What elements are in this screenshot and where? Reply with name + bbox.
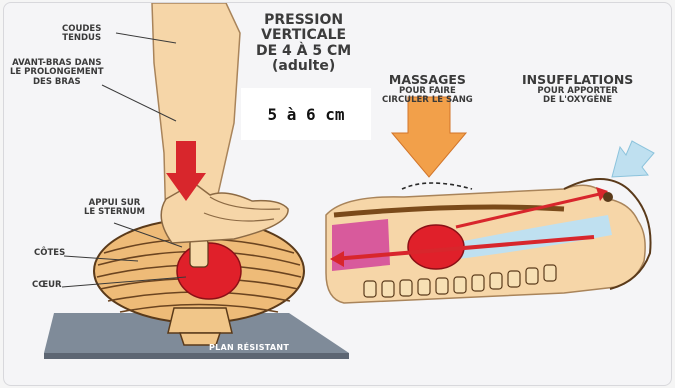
chest-outline — [402, 183, 472, 189]
sternum-line-2: LE STERNUM — [84, 208, 145, 217]
sternum — [190, 239, 208, 267]
vertebra — [168, 308, 232, 333]
breath-arrow-icon — [612, 141, 654, 177]
breaths-sub-2: DE L'OXYGÈNE — [522, 96, 633, 105]
depth-box: 5 à 6 cm — [241, 88, 371, 140]
heart-label: CŒUR — [32, 281, 62, 290]
pressure-line-2: VERTICALE — [256, 28, 351, 43]
massage-label: MASSAGES POUR FAIRE CIRCULER LE SANG — [382, 73, 473, 105]
heart-shape — [177, 243, 241, 299]
sternum-label: APPUI SUR LE STERNUM — [84, 199, 145, 218]
ribs-label: CÔTES — [34, 249, 65, 258]
pressure-line-4: (adulte) — [256, 59, 351, 74]
pressure-line-1: PRESSION — [256, 13, 351, 28]
pressure-line-3: DE 4 À 5 CM — [256, 44, 351, 59]
breaths-label: INSUFFLATIONS POUR APPORTER DE L'OXYGÈNE — [522, 73, 633, 105]
forearms-label: AVANT-BRAS DANS LE PROLONGEMENT DES BRAS — [10, 59, 104, 87]
surface-edge — [44, 353, 349, 359]
breaths-title: INSUFFLATIONS — [522, 73, 633, 87]
elbows-label: COUDES TENDUS — [62, 25, 101, 44]
massage-sub-2: CIRCULER LE SANG — [382, 96, 473, 105]
massage-arrow-icon — [392, 97, 466, 177]
cpr-diagram-card: COUDES TENDUS AVANT-BRAS DANS LE PROLONG… — [3, 2, 672, 386]
surface-label: PLAN RÉSISTANT — [209, 343, 289, 352]
elbows-line-2: TENDUS — [62, 34, 101, 43]
massage-title: MASSAGES — [382, 73, 473, 87]
forearms-line-3: DES BRAS — [10, 78, 104, 87]
pressure-label: PRESSION VERTICALE DE 4 À 5 CM (adulte) — [256, 13, 351, 75]
eye — [603, 192, 613, 202]
